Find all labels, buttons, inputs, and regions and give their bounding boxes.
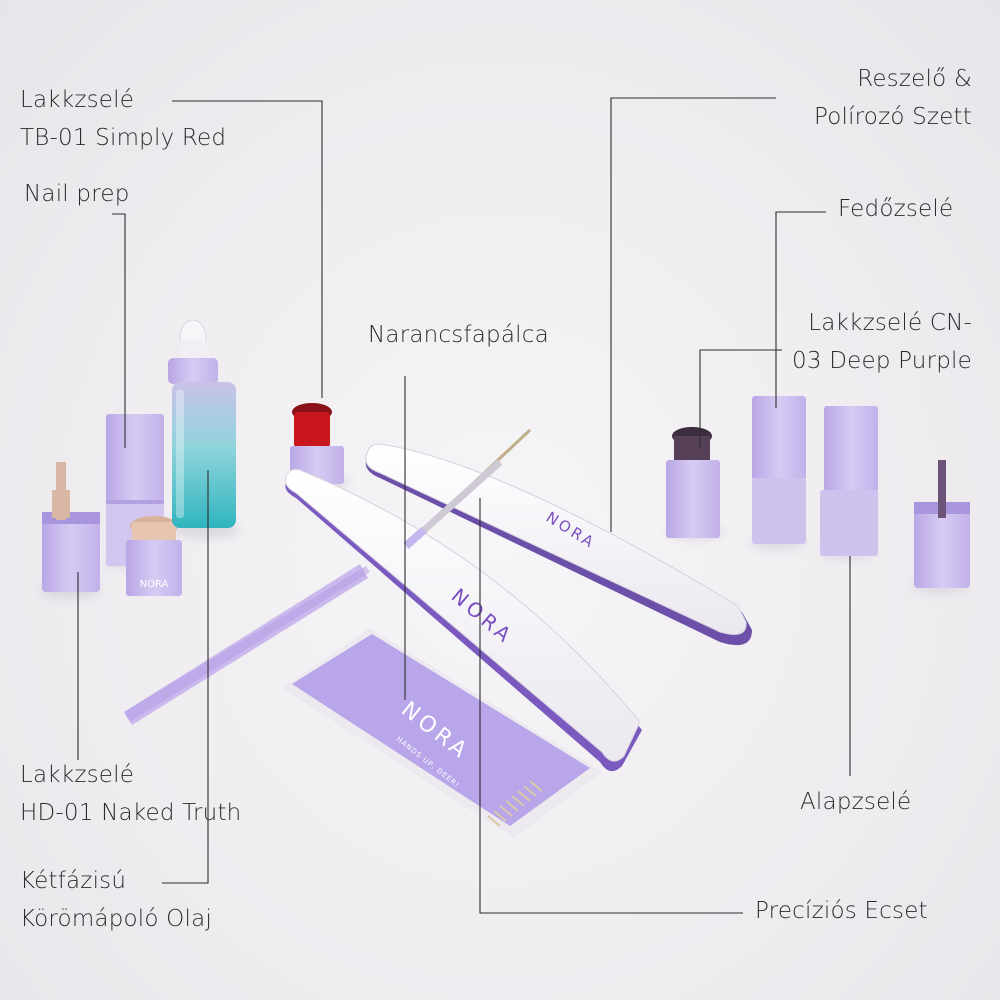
label-nail-prep: Nail prep [24,175,130,213]
label-base-gel-line1: Alapzselé [800,789,912,815]
label-top-gel: Fedőzselé [838,190,953,228]
deep-purple-bottle [666,427,720,538]
cuticle-pusher [124,564,370,725]
label-file-set-line2: Polírozó Szett [813,104,972,130]
label-cuticle-oil-line2: Körömápoló Olaj [20,906,212,932]
wood-stick-package: NORA HANDS UP, DEER! [282,628,602,838]
label-naked-truth: Lakkzselé HD-01 Naked Truth [20,756,241,832]
label-deep-purple-line2: 03 Deep Purple [792,348,972,374]
label-simply-red-line1: Lakkzselé [20,87,135,113]
label-nail-prep-line1: Nail prep [24,181,130,207]
nail-file: NORA [284,468,642,772]
simply-red-bottle [290,403,344,484]
label-simply-red: Lakkzselé TB-01 Simply Red [20,81,226,157]
deep-purple-open-cap [914,460,970,588]
callout-lines [77,97,851,914]
label-top-gel-line1: Fedőzselé [838,196,954,222]
base-gel-bottle [820,406,878,556]
label-naked-truth-line2: HD-01 Naked Truth [20,800,242,826]
label-deep-purple-line1: Lakkzselé CN- [808,310,972,336]
label-file-set-line1: Reszelő & [857,66,972,92]
label-precision-brush-line1: Precíziós Ecset [755,898,928,924]
naked-truth-open-cap [42,462,100,592]
label-precision-brush: Precíziós Ecset [755,892,928,930]
label-orange-stick-line1: Narancsfapálca [368,322,549,348]
naked-truth-bottle: NORA [126,516,182,596]
label-simply-red-line2: TB-01 Simply Red [20,125,227,151]
label-cuticle-oil: Kétfázisú Körömápoló Olaj [20,862,212,938]
cuticle-oil-bottle [168,319,236,528]
label-naked-truth-line1: Lakkzselé [20,762,135,788]
label-base-gel: Alapzselé [800,783,911,821]
label-cuticle-oil-line1: Kétfázisú [20,868,127,894]
bottle-logo: NORA [140,579,169,590]
precision-brush [403,428,532,549]
label-deep-purple: Lakkzselé CN- 03 Deep Purple [792,304,972,380]
top-gel-bottle [752,396,806,544]
label-file-set: Reszelő & Polírozó Szett [814,60,972,136]
label-orange-stick: Narancsfapálca [368,316,549,354]
